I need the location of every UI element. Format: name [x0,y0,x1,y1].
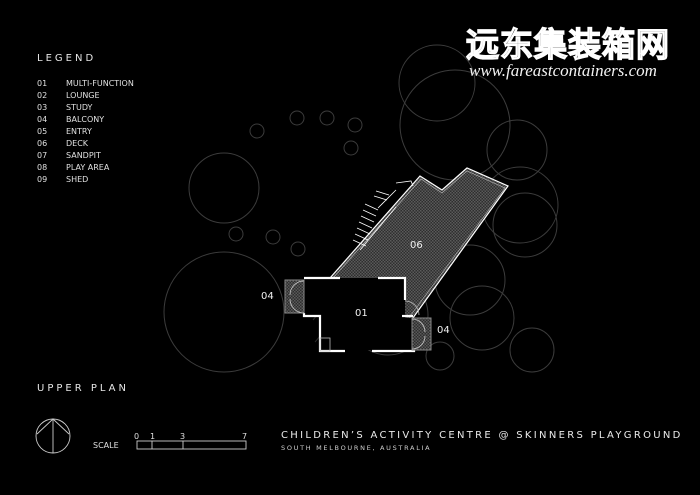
legend-label: BALCONY [66,115,105,124]
balcony-right [411,317,432,351]
legend-item: 05 ENTRY [37,126,134,138]
room-label-deck: 06 [410,240,423,251]
legend-title: LEGEND [37,53,97,64]
legend-num: 07 [37,151,48,160]
north-arrow-icon [35,418,71,454]
legend-item: 08 PLAY AREA [37,162,134,174]
multi-function-room [302,276,416,353]
scale-label: SCALE [93,441,119,450]
legend-label: SANDPIT [66,151,101,160]
legend-label: LOUNGE [66,91,100,100]
legend-num: 03 [37,103,48,112]
legend-label: DECK [66,139,89,148]
legend-num: 04 [37,115,48,124]
legend-num: 01 [37,79,48,88]
plan-title: UPPER PLAN [37,383,129,394]
room-label-balcony-right: 04 [437,325,450,336]
legend-num: 06 [37,139,48,148]
legend-item: 02 LOUNGE [37,90,134,102]
scale-tick: 1 [150,432,156,441]
scale-bar [136,440,247,450]
legend-item: 03 STUDY [37,102,134,114]
legend-label: STUDY [66,103,93,112]
legend-item: 07 SANDPIT [37,150,134,162]
watermark-url: www.fareastcontainers.com [469,61,657,80]
scale-tick: 3 [180,432,186,441]
scale-tick: 0 [134,432,140,441]
legend-num: 08 [37,163,48,172]
project-subtitle: SOUTH MELBOURNE, AUSTRALIA [281,444,432,452]
legend-item: 06 DECK [37,138,134,150]
legend-item: 04 BALCONY [37,114,134,126]
legend-label: PLAY AREA [66,163,110,172]
room-label-multi-function: 01 [355,308,368,319]
legend-list: 01 MULTI-FUNCTION 02 LOUNGE 03 STUDY 04 BALC… [37,78,134,186]
room-label-balcony-left: 04 [261,291,274,302]
project-title: CHILDREN’S ACTIVITY CENTRE @ SKINNERS PL… [281,430,683,441]
legend-label: MULTI-FUNCTION [66,79,134,88]
legend-num: 09 [37,175,48,184]
scale-tick: 7 [242,432,248,441]
legend-label: ENTRY [66,127,92,136]
balcony-left [284,279,305,314]
legend-item: 01 MULTI-FUNCTION [37,78,134,90]
legend-item: 09 SHED [37,174,134,186]
watermark-logo: 远东集装箱网 [465,24,670,64]
legend-label: SHED [66,175,89,184]
legend-num: 02 [37,91,48,100]
legend-num: 05 [37,127,48,136]
